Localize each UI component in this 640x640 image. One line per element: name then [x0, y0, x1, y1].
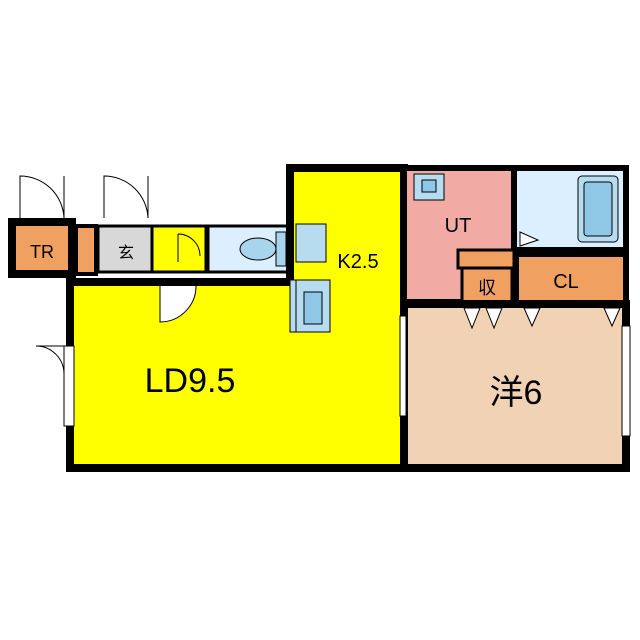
- left-window: [63, 345, 75, 427]
- ld-door-swing: [159, 285, 197, 323]
- left-door-swing: [35, 345, 65, 375]
- yo-room: 洋6: [400, 300, 630, 472]
- ut-label: UT: [445, 215, 472, 237]
- toilet-icon: [275, 231, 287, 267]
- shu-closet: 収: [456, 248, 516, 306]
- sliding-door: [399, 315, 407, 417]
- kitchen-counter: [289, 223, 331, 333]
- genkan-room: 玄: [96, 224, 154, 274]
- cl-label: CL: [553, 271, 579, 293]
- closet-door-marks: [463, 307, 621, 330]
- right-window: [621, 325, 631, 437]
- ld-label: LD9.5: [145, 362, 236, 400]
- genkan-label: 玄: [118, 244, 134, 262]
- hallway: [150, 224, 208, 274]
- cl-closet: CL: [513, 251, 629, 307]
- genkan-door-swing: [103, 175, 149, 219]
- pillar-block: [74, 224, 98, 276]
- bath-room: [511, 165, 629, 253]
- kitchen-label: K2.5: [337, 251, 378, 273]
- tr-label: TR: [30, 242, 54, 262]
- tr-room: TR: [8, 218, 76, 278]
- shu-label: 収: [478, 278, 496, 298]
- yo-label: 洋6: [490, 374, 543, 412]
- tr-door-swing: [19, 175, 65, 219]
- ld-room: [66, 164, 408, 472]
